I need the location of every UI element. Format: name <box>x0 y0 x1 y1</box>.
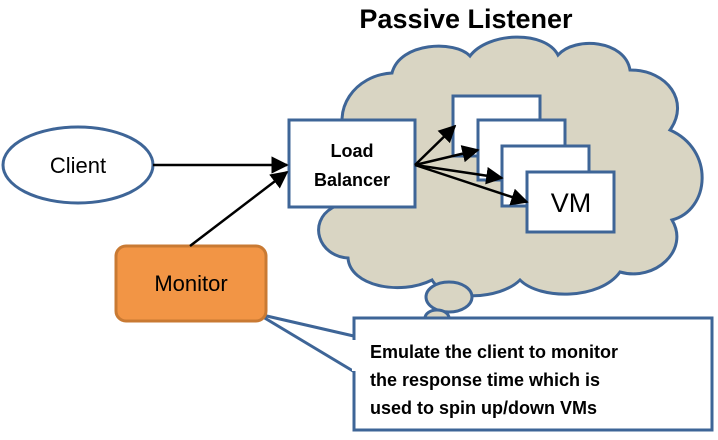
callout-text-line2: the response time which is <box>370 370 600 390</box>
arrow-lb-to-vm-3 <box>414 145 480 167</box>
callout-box <box>352 316 714 432</box>
arrow-lb-to-vm-2 <box>414 163 504 185</box>
arrow-lb-to-vm-4 <box>414 124 457 166</box>
diagram-title: Passive Listener <box>359 4 573 34</box>
client-label: Client <box>50 153 106 178</box>
callout-text-line3: used to spin up/down VMs <box>370 398 597 418</box>
monitor-label: Monitor <box>154 271 227 296</box>
load-balancer-label-line2: Balancer <box>314 170 390 190</box>
arrow-monitor-to-load-balancer <box>189 170 289 247</box>
arrow-lb-to-vm-1 <box>414 163 529 206</box>
load-balancer-box <box>287 118 417 209</box>
callout-pointer <box>257 312 360 377</box>
vm-label: VM <box>551 188 592 218</box>
thought-bubble-large <box>424 280 474 314</box>
load-balancer-label-line1: Load <box>331 141 374 161</box>
callout-text-line1: Emulate the client to monitor <box>370 342 618 362</box>
